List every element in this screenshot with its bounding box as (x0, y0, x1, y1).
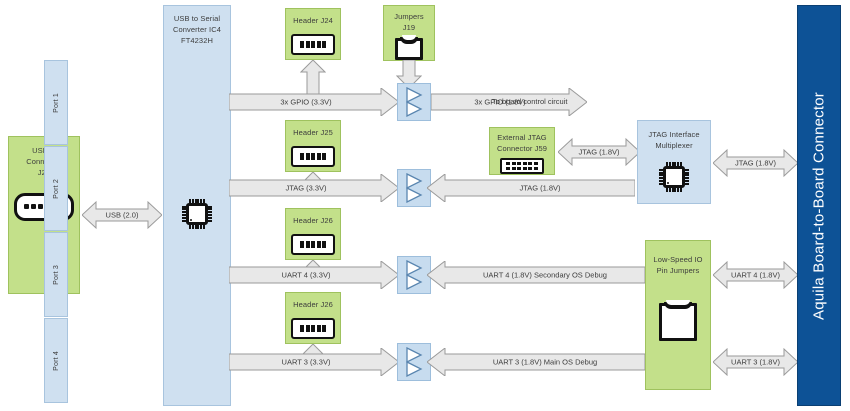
arrow-jtag-33v: JTAG (3.3V) (229, 174, 399, 202)
arrow-uart3-33v: UART 3 (3.3V) (229, 348, 399, 376)
external-jtag-line1: External JTAG (497, 133, 547, 142)
header-j24-label: Header J24 (293, 16, 333, 25)
block-jtag-multiplexer[interactable]: JTAG Interface Multiplexer (637, 120, 711, 204)
block-usb-serial-converter[interactable]: USB to Serial Converter IC4 FT4232H (163, 5, 231, 406)
jumper-shunt-icon (659, 299, 697, 341)
usbc-line1: USB-C (32, 146, 56, 157)
header-j26-a-label: Header J26 (293, 216, 333, 225)
block-header-j24[interactable]: Header J24 (285, 8, 341, 60)
usbc-line2: Connector (26, 157, 62, 168)
low-speed-io-line1: Low-Speed IO (653, 255, 703, 264)
block-port-3[interactable]: Port 3 (44, 232, 68, 317)
block-jumpers-j19[interactable]: Jumpers J19 (383, 5, 435, 61)
arrow-uart4-18v-debug: UART 4 (1.8V) Secondary OS Debug (427, 261, 645, 289)
port-1-label: Port 1 (52, 92, 60, 113)
level-shifter-jtag[interactable] (397, 169, 431, 207)
low-speed-io-line2: Pin Jumpers (656, 265, 700, 275)
arrow-jtag-18v-out: JTAG (1.8V) (713, 148, 798, 178)
block-port-4[interactable]: Port 4 (44, 318, 68, 403)
arrow-uart4-18v-out: UART 4 (1.8V) (713, 261, 798, 289)
text-board-control-circuit: To board control circuit (492, 97, 568, 106)
arrow-uart3-18v-out: UART 3 (1.8V) (713, 348, 798, 376)
header-j25-label: Header J25 (293, 128, 333, 137)
jumpers-j19-line2: J19 (402, 22, 416, 32)
arrow-jtag-18v-external: JTAG (1.8V) (558, 137, 640, 167)
header-j26-b-label: Header J26 (293, 300, 333, 309)
pin-header-icon (291, 33, 335, 55)
port-2-label: Port 2 (52, 178, 60, 199)
pin-header-icon (291, 233, 335, 255)
level-shifter-uart4[interactable] (397, 256, 431, 294)
arrow-uart3-18v-debug: UART 3 (1.8V) Main OS Debug (427, 348, 645, 376)
arrow-jumpers-j19-link (396, 60, 422, 88)
ic-chip-icon (182, 198, 212, 229)
ic-chip-icon (659, 161, 689, 192)
jtag-mux-line2: Multiplexer (655, 140, 693, 150)
port-3-label: Port 3 (52, 264, 60, 285)
usb-serial-line3: FT4232H (181, 35, 213, 45)
external-jtag-line2: Connector J59 (496, 143, 548, 153)
level-shifter-uart3[interactable] (397, 343, 431, 381)
block-header-j25[interactable]: Header J25 (285, 120, 341, 172)
block-low-speed-io-jumpers[interactable]: Low-Speed IO Pin Jumpers (645, 240, 711, 390)
block-header-j26-b[interactable]: Header J26 (285, 292, 341, 344)
buffer-triangles-icon (406, 347, 423, 377)
pin-header-icon (291, 317, 335, 339)
level-shifter-gpio[interactable] (397, 83, 431, 121)
port-4-label: Port 4 (52, 350, 60, 371)
usb-serial-line1: USB to Serial (173, 14, 221, 23)
jumper-shunt-icon (395, 34, 423, 60)
arrow-usb-20: USB (2.0) (82, 199, 162, 231)
arrow-uart4-33v: UART 4 (3.3V) (229, 261, 399, 289)
dual-row-header-icon (500, 157, 544, 174)
arrow-header-j24-link (300, 60, 326, 100)
buffer-triangles-icon (406, 260, 423, 290)
arrow-gpio-33v: 3x GPIO (3.3V) (229, 88, 399, 116)
usb-serial-line2: Converter IC4 (173, 24, 221, 34)
block-aquila-board-connector[interactable]: Aquila Board-to-Board Connector (797, 5, 841, 406)
usbc-line3: J23 (38, 168, 50, 179)
block-external-jtag-connector[interactable]: External JTAG Connector J59 (489, 127, 555, 175)
block-port-1[interactable]: Port 1 (44, 60, 68, 145)
block-header-j26-a[interactable]: Header J26 (285, 208, 341, 260)
jtag-mux-line1: JTAG Interface (648, 130, 700, 139)
aquila-connector-label: Aquila Board-to-Board Connector (810, 91, 828, 320)
buffer-triangles-icon (406, 87, 423, 117)
pin-header-icon (291, 145, 335, 167)
arrow-jtag-18v-mid: JTAG (1.8V) (427, 174, 635, 202)
block-port-2[interactable]: Port 2 (44, 146, 68, 231)
jumpers-j19-line1: Jumpers (394, 12, 424, 21)
buffer-triangles-icon (406, 173, 423, 203)
